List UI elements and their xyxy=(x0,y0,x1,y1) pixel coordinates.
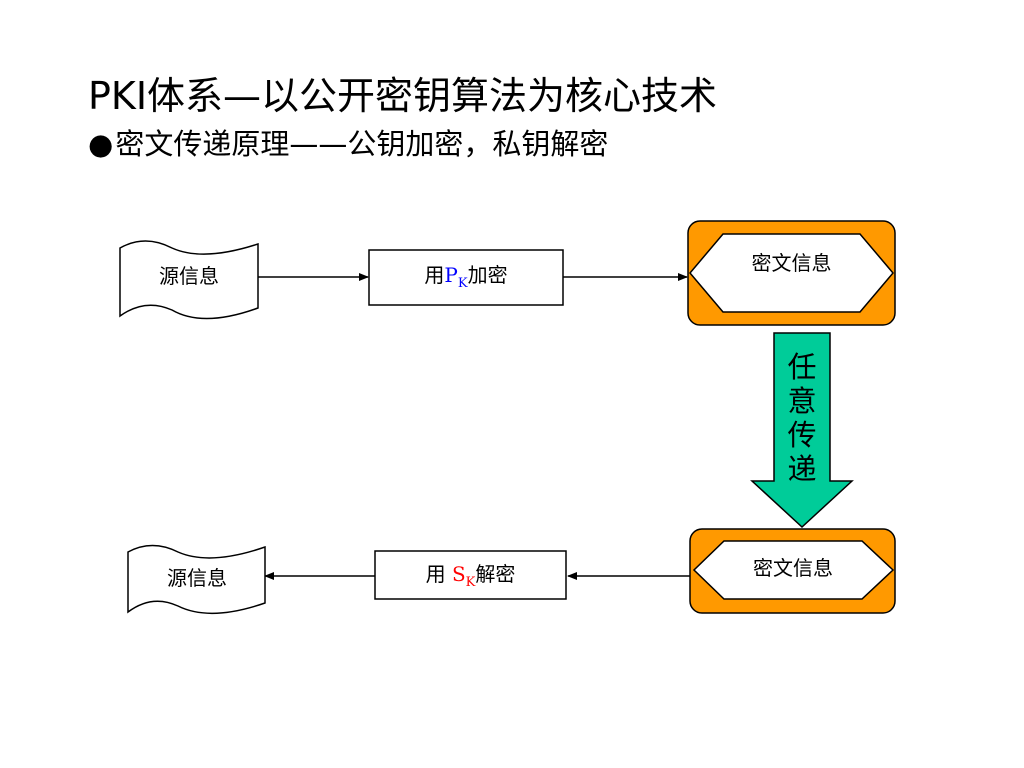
cipher-label-bottom: 密文信息 xyxy=(753,556,833,580)
source-label-bottom: 源信息 xyxy=(167,566,227,590)
slide-title: PKI体系—以公开密钥算法为核心技术 xyxy=(88,74,718,118)
private-key-symbol: S xyxy=(451,562,466,586)
public-key-symbol: P xyxy=(444,263,458,287)
transfer-label: 任意传递 xyxy=(787,350,817,486)
slide-subtitle: ●密文传递原理——公钥加密，私钥解密 xyxy=(88,124,608,164)
bullet-icon: ● xyxy=(88,127,114,161)
cipher-hexagon-bottom xyxy=(692,540,895,600)
encrypt-label: 用PK加密 xyxy=(369,262,563,297)
cipher-hexagon-top xyxy=(689,233,894,313)
source-document-bottom xyxy=(127,544,266,614)
source-label-top: 源信息 xyxy=(159,264,219,288)
decrypt-suffix: 解密 xyxy=(475,562,516,586)
encrypt-box xyxy=(368,249,564,306)
source-document-top xyxy=(119,240,259,320)
transfer-arrow-icon xyxy=(750,332,854,529)
public-key-subscript: K xyxy=(457,276,468,291)
decrypt-box xyxy=(374,550,567,600)
decrypt-label: 用 SK解密 xyxy=(375,561,566,596)
encrypt-suffix: 加密 xyxy=(467,263,508,287)
private-key-subscript: K xyxy=(465,575,476,590)
encrypt-prefix: 用 xyxy=(424,263,445,287)
decrypt-prefix: 用 xyxy=(425,562,452,586)
subtitle-text: 密文传递原理——公钥加密，私钥解密 xyxy=(115,127,609,161)
cipher-label-top: 密文信息 xyxy=(751,251,832,275)
